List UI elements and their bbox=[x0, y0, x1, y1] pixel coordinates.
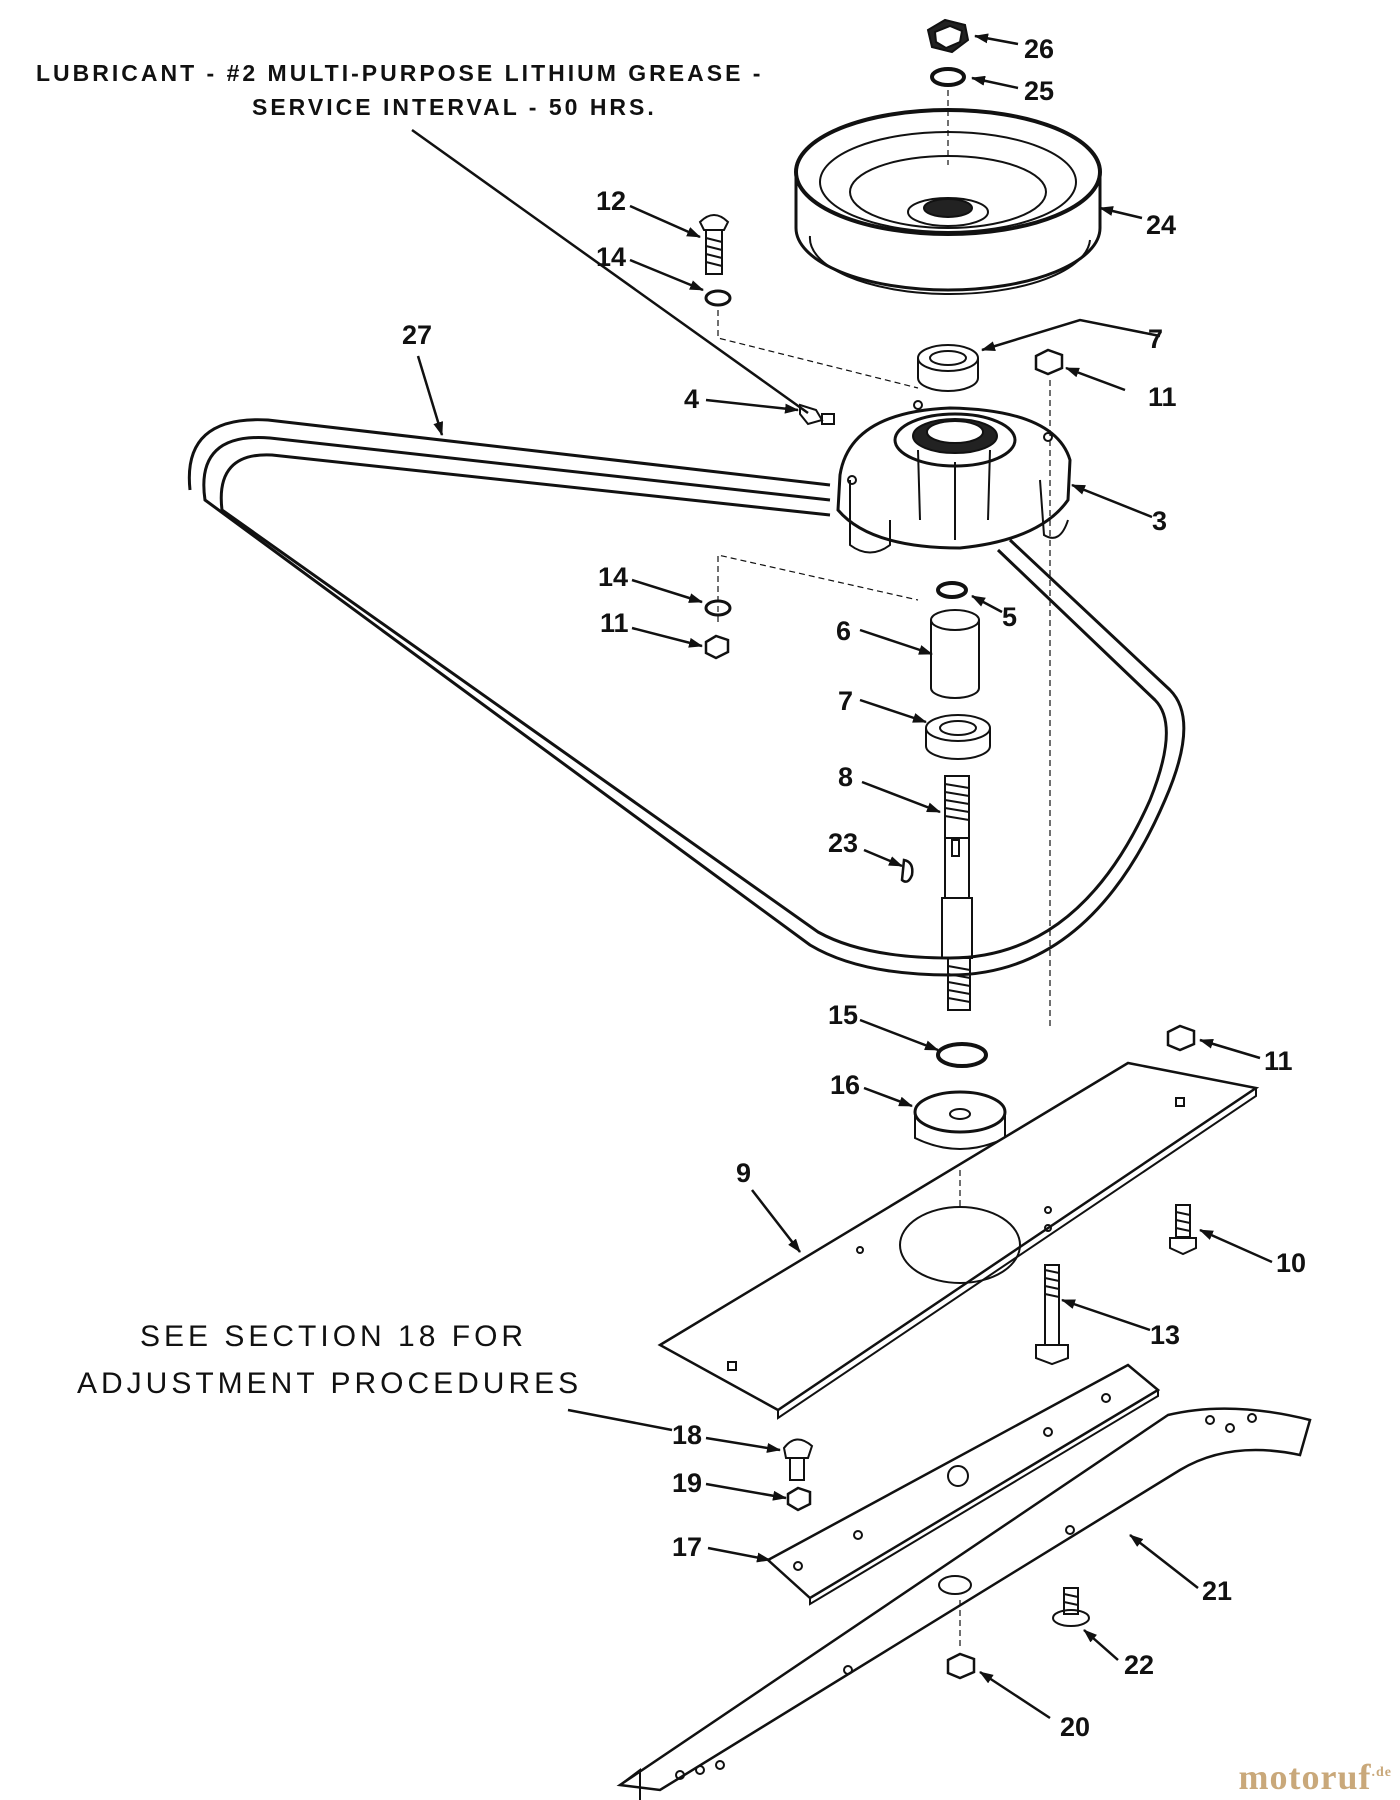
callout-11-lower: 11 bbox=[600, 608, 629, 638]
spacer-6-part bbox=[930, 609, 980, 699]
callout-7-upper: 7 bbox=[1148, 324, 1163, 354]
nut-11-right-part bbox=[1166, 1024, 1196, 1052]
callout-13: 13 bbox=[1150, 1320, 1180, 1350]
washer-15-part bbox=[936, 1042, 988, 1068]
callout-11-right: 11 bbox=[1264, 1046, 1293, 1076]
callout-10: 10 bbox=[1276, 1248, 1306, 1278]
callout-22: 22 bbox=[1124, 1650, 1154, 1680]
watermark-logo: motoruf.de bbox=[1239, 1756, 1392, 1798]
callout-17: 17 bbox=[672, 1532, 702, 1562]
bolt-22-part bbox=[1052, 1587, 1090, 1627]
washer-14-upper-part bbox=[704, 289, 732, 307]
callout-18: 18 bbox=[672, 1420, 702, 1450]
callout-14-upper: 14 bbox=[596, 242, 626, 272]
blade-21-part bbox=[616, 1407, 1312, 1800]
callout-15: 15 bbox=[828, 1000, 858, 1030]
callout-11-upper: 11 bbox=[1148, 382, 1177, 412]
pulley-24-part bbox=[794, 108, 1102, 296]
callout-19: 19 bbox=[672, 1468, 702, 1498]
callout-6: 6 bbox=[836, 616, 851, 646]
callout-9: 9 bbox=[736, 1158, 751, 1188]
bolt-13-part bbox=[1035, 1264, 1069, 1366]
lubricant-note-line-2: SERVICE INTERVAL - 50 HRS. bbox=[252, 94, 657, 120]
bearing-7-upper-part bbox=[917, 344, 979, 392]
spindle-shaft-8-part bbox=[941, 775, 973, 1011]
callout-20: 20 bbox=[1060, 1712, 1090, 1742]
adjustment-leader-line bbox=[567, 1408, 673, 1432]
nut-11-lower-part bbox=[704, 634, 730, 660]
callout-21: 21 bbox=[1202, 1576, 1232, 1606]
nut-26-part bbox=[926, 18, 970, 54]
mounting-plate-9-part bbox=[657, 1061, 1260, 1420]
cup-16-part bbox=[913, 1090, 1007, 1150]
callout-12: 12 bbox=[596, 186, 626, 216]
callout-16: 16 bbox=[830, 1070, 860, 1100]
callout-4: 4 bbox=[684, 384, 699, 414]
callout-24: 24 bbox=[1146, 210, 1176, 240]
callout-3: 3 bbox=[1152, 506, 1167, 536]
callout-5: 5 bbox=[1002, 602, 1017, 632]
callout-26: 26 bbox=[1024, 34, 1054, 64]
belt-27-part bbox=[187, 418, 1186, 977]
washer-25-part bbox=[930, 67, 966, 87]
adjustment-note-line-2: ADJUSTMENT PROCEDURES bbox=[77, 1367, 583, 1400]
callout-7-lower: 7 bbox=[838, 686, 853, 716]
nut-11-upper-part bbox=[1034, 348, 1064, 376]
nut-20-part bbox=[946, 1652, 976, 1680]
nut-19-part bbox=[786, 1486, 812, 1512]
adjustment-note-line-1: SEE SECTION 18 FOR bbox=[140, 1320, 528, 1353]
callout-23: 23 bbox=[828, 828, 858, 858]
bolt-10-part bbox=[1169, 1204, 1197, 1256]
callout-8: 8 bbox=[838, 762, 853, 792]
lubricant-leader-line bbox=[411, 128, 809, 415]
watermark-suffix: .de bbox=[1371, 1765, 1392, 1780]
bolt-12-part bbox=[698, 214, 730, 275]
bolt-18-part bbox=[782, 1438, 814, 1481]
watermark-text: motoruf bbox=[1238, 1757, 1372, 1797]
grease-fitting-4-part bbox=[799, 403, 835, 426]
bearing-7-lower-part bbox=[925, 714, 991, 760]
spindle-housing-3-part bbox=[836, 400, 1072, 554]
callout-27: 27 bbox=[402, 320, 432, 350]
callout-25: 25 bbox=[1024, 76, 1054, 106]
blade-bar-17-part bbox=[765, 1363, 1161, 1606]
key-23-part bbox=[900, 858, 914, 883]
callout-14-lower: 14 bbox=[598, 562, 628, 592]
retaining-ring-5-part bbox=[936, 581, 968, 599]
lubricant-note-line-1: LUBRICANT - #2 MULTI-PURPOSE LITHIUM GRE… bbox=[36, 60, 764, 86]
